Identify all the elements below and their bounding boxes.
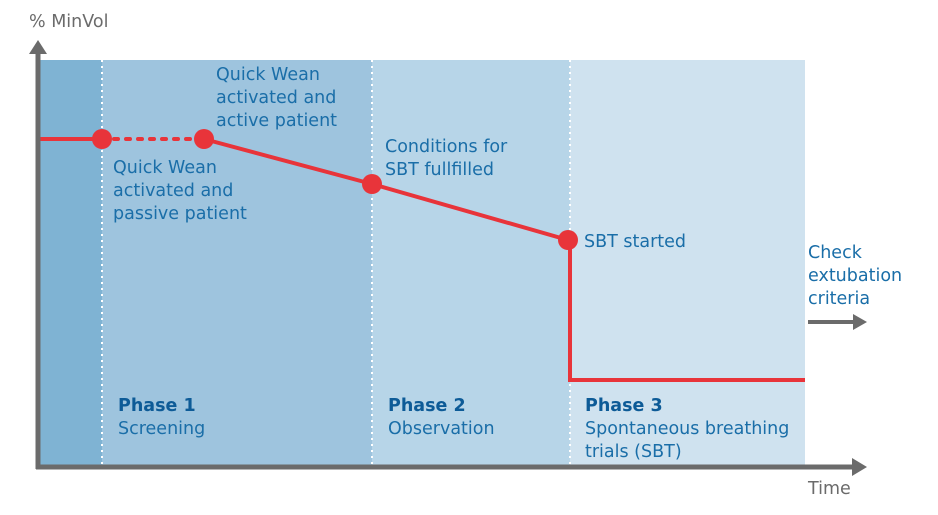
marker-sbt-started [558,230,578,250]
marker-sbt-conditions [362,174,382,194]
y-axis-arrowhead [29,40,47,54]
zone-phase-3 [570,60,805,467]
event-label-line: active patient [216,111,338,131]
event-label-line: passive patient [113,204,247,224]
event-label-line: activated and [216,88,337,108]
event-label-line: activated and [113,181,234,201]
marker-quickwean-passive [92,129,112,149]
phase-label-2: Phase 2 Observation [388,395,495,441]
phase-label-1: Phase 1 Screening [118,395,205,441]
phase-title: Phase 1 [118,396,196,416]
zone-phase-1 [102,60,372,467]
event-label-line: Quick Wean [113,158,217,178]
outcome-label-line: Check [808,243,862,263]
phase-title: Phase 2 [388,396,466,416]
phase-desc-line: Spontaneous breathing [585,419,790,439]
x-axis-label: Time [808,479,851,499]
outcome-label-line: criteria [808,289,871,309]
marker-quickwean-active [194,129,214,149]
y-axis-label: % MinVol [29,12,109,32]
event-label-line: SBT fullfilled [385,160,494,180]
event-label-line: Conditions for [385,137,508,157]
phase-label-3: Phase 3 Spontaneous breathing trials (SB… [585,395,789,464]
x-axis-arrowhead [852,458,867,476]
zone-phase-2 [372,60,570,467]
event-label-quickwean-active: Quick Wean activated and active patient [216,64,337,133]
event-label-line: SBT started [584,232,687,252]
phase-desc-line: Observation [388,419,495,439]
event-label-sbt-started: SBT started [584,231,686,254]
event-label-sbt-conditions: Conditions for SBT fullfilled [385,136,507,182]
outcome-label-line: extubation [808,266,903,286]
outcome-arrowhead [853,314,867,330]
zone-pre-phase [40,60,102,467]
event-label-line: Quick Wean [216,65,320,85]
phase-title: Phase 3 [585,396,663,416]
event-label-quickwean-passive: Quick Wean activated and passive patient [113,157,247,226]
outcome-label: Check extubation criteria [808,242,902,311]
phase-desc-line: Screening [118,419,206,439]
phase-desc-line: trials (SBT) [585,442,682,462]
